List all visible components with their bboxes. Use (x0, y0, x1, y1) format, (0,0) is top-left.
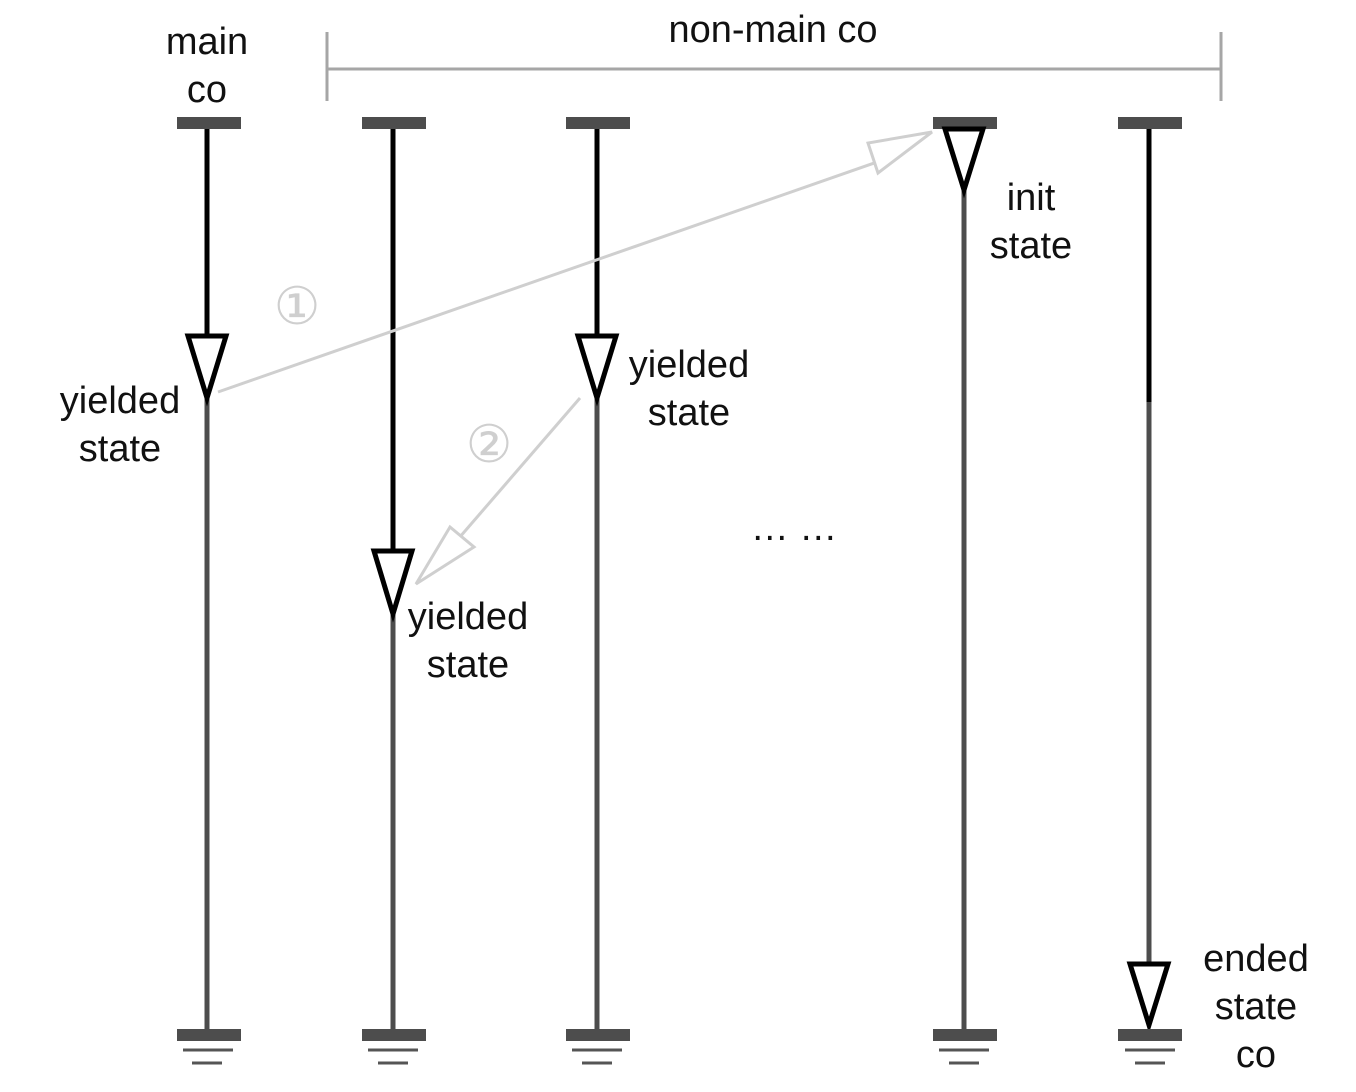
co4-bottom-cap (933, 1029, 997, 1041)
co3-ground-icon (572, 1048, 622, 1065)
non-main-bracket (325, 32, 1223, 101)
co3-yielded-label-line1: yielded (629, 344, 749, 386)
co2-lane (362, 117, 426, 1065)
co3-yield-marker (574, 333, 620, 407)
co3-lane (566, 117, 630, 1065)
co4-lane (933, 117, 997, 1065)
co5-top-cap (1118, 117, 1182, 129)
co3-bottom-cap (566, 1029, 630, 1041)
co3-yielded-label-line2: state (648, 392, 730, 434)
co5-lane (1118, 117, 1182, 1065)
step-number-2: ② (466, 415, 513, 475)
main-co-bottom-cap (177, 1029, 241, 1041)
transition-arrow-1-head (866, 130, 933, 176)
step-number-1: ① (274, 277, 321, 337)
co2-bottom-cap (362, 1029, 426, 1041)
main-co-yield-marker (184, 333, 230, 407)
co5-ground-icon (1125, 1048, 1175, 1065)
co5-ended-label-line2: state (1215, 986, 1297, 1028)
main-co-label-line2: co (187, 69, 227, 111)
main-yielded-label-line2: state (79, 428, 161, 470)
co4-init-label-line2: state (990, 225, 1072, 267)
co5-ended-label-line1: ended (1203, 938, 1309, 980)
more-coroutines-ellipsis: … … (751, 507, 838, 549)
main-co-label-line1: main (166, 21, 248, 63)
co2-yielded-label-line1: yielded (408, 596, 528, 638)
co4-ground-icon (939, 1048, 989, 1065)
non-main-co-label: non-main co (668, 9, 877, 51)
co4-init-marker (941, 126, 987, 199)
transition-arrow-1 (217, 130, 933, 394)
co4-init-label-line1: init (1007, 177, 1056, 219)
main-yielded-label-line1: yielded (60, 380, 180, 422)
co5-bottom-cap (1118, 1029, 1182, 1041)
co5-end-marker (1126, 961, 1172, 1034)
co4-top-cap (933, 117, 997, 129)
co5-ended-label-line3: co (1236, 1034, 1276, 1076)
main-co-top-cap (177, 117, 241, 129)
main-co-lane (177, 117, 241, 1065)
co2-yield-marker (370, 548, 416, 623)
main-co-ground-icon (183, 1048, 233, 1065)
co2-yielded-label-line2: state (427, 644, 509, 686)
co2-top-cap (362, 117, 426, 129)
co2-ground-icon (368, 1048, 418, 1065)
transition-arrow-2 (414, 397, 582, 586)
co3-top-cap (566, 117, 630, 129)
transition-arrow-2-head (414, 524, 477, 586)
